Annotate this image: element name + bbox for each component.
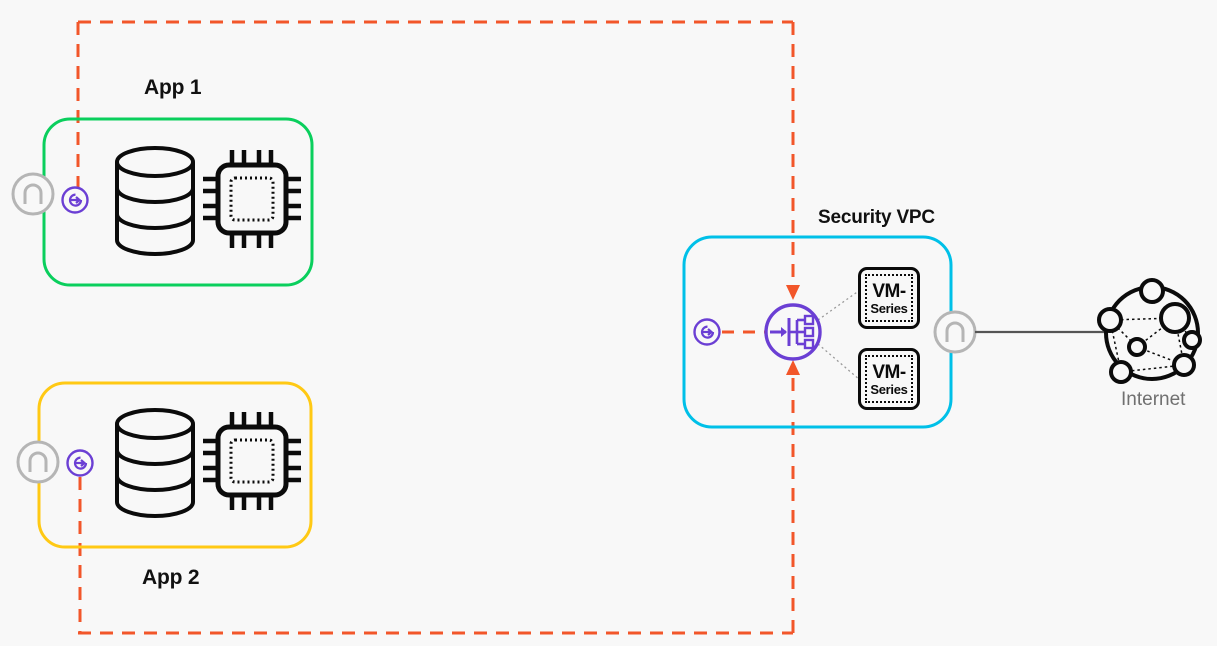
traffic-path-boundary <box>76 20 795 635</box>
app1-label: App 1 <box>144 76 202 99</box>
vm-series-firewall-2-line2: Series <box>870 381 908 397</box>
app2-label: App 2 <box>142 566 200 589</box>
securityvpc-gateway-icon[interactable] <box>933 310 977 354</box>
vm-series-firewall-2-inner: VM- Series <box>865 355 913 403</box>
security-vpc-label: Security VPC <box>818 207 935 228</box>
vm-series-firewall-2-line1: VM- <box>872 361 906 383</box>
app1-service-endpoint-icon[interactable] <box>61 186 89 214</box>
app2-database-icon <box>115 408 195 518</box>
vm-series-firewall-1-inner: VM- Series <box>865 274 913 322</box>
internet-globe-icon <box>1097 278 1202 384</box>
vm-series-firewall-1-line1: VM- <box>872 280 906 302</box>
internet-label: Internet <box>1121 389 1186 410</box>
vm-series-firewall-1-line2: Series <box>870 300 908 316</box>
app1-cpu-chip-icon <box>203 150 301 248</box>
vm-series-firewall-1[interactable]: VM- Series <box>858 267 920 329</box>
app2-gateway-icon[interactable] <box>16 440 60 484</box>
load-balancer-icon[interactable] <box>764 303 822 361</box>
vm-series-firewall-2[interactable]: VM- Series <box>858 348 920 410</box>
traffic-arrow-down-icon <box>786 285 800 300</box>
traffic-arrow-up-icon <box>786 360 800 375</box>
lb-to-firewall-links <box>817 289 861 381</box>
app1-gateway-icon[interactable] <box>11 172 55 216</box>
securityvpc-service-endpoint-icon[interactable] <box>693 318 721 346</box>
app2-cpu-chip-icon <box>203 412 301 510</box>
app1-database-icon <box>115 146 195 256</box>
app2-service-endpoint-icon[interactable] <box>66 449 94 477</box>
